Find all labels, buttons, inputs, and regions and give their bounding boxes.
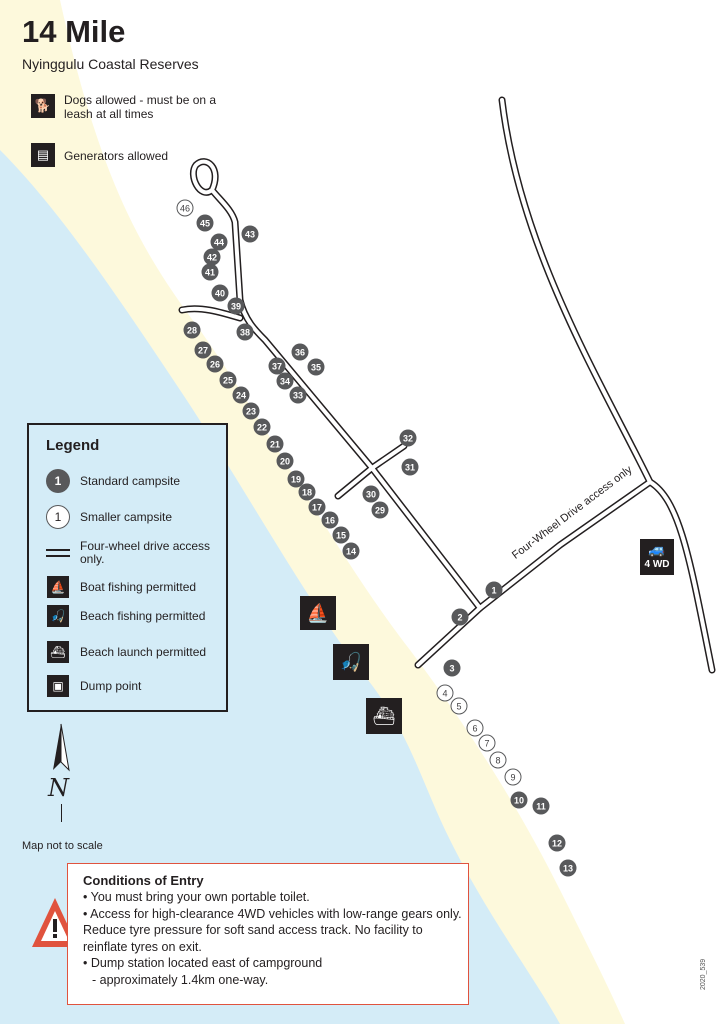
sea-area bbox=[0, 150, 560, 1024]
campsite-40[interactable]: 40 bbox=[211, 284, 229, 302]
condition-item: You must bring your own portable toilet. bbox=[83, 889, 463, 906]
campsite-5[interactable]: 5 bbox=[450, 697, 468, 715]
condition-item: Dump station located east of campground bbox=[83, 955, 463, 972]
campsite-1[interactable]: 1 bbox=[485, 581, 503, 599]
campsite-10[interactable]: 10 bbox=[510, 791, 528, 809]
conditions-title: Conditions of Entry bbox=[83, 873, 204, 888]
campsite-38[interactable]: 38 bbox=[236, 323, 254, 341]
condition-item: Access for high-clearance 4WD vehicles w… bbox=[83, 906, 463, 956]
campsite-9[interactable]: 9 bbox=[504, 768, 522, 786]
campsite-16[interactable]: 16 bbox=[321, 511, 339, 529]
campsite-15[interactable]: 15 bbox=[332, 526, 350, 544]
campsite-33[interactable]: 33 bbox=[289, 386, 307, 404]
legend-label: Beach launch permitted bbox=[80, 644, 207, 659]
dump-point-icon: ▣ bbox=[47, 675, 69, 697]
beach-launch-icon: ⛴ bbox=[366, 698, 402, 734]
campsite-41[interactable]: 41 bbox=[201, 263, 219, 281]
campsite-2[interactable]: 2 bbox=[451, 608, 469, 626]
map-code: 2020_539 bbox=[700, 958, 707, 990]
north-arrow: N bbox=[42, 722, 82, 832]
campsite-35[interactable]: 35 bbox=[307, 358, 325, 376]
beach-fishing-icon: 🎣 bbox=[47, 605, 69, 627]
campsite-14[interactable]: 14 bbox=[342, 542, 360, 560]
page-subtitle: Nyinggulu Coastal Reserves bbox=[22, 56, 199, 72]
campsite-11[interactable]: 11 bbox=[532, 797, 550, 815]
beach-fishing-icon: 🎣 bbox=[333, 644, 369, 680]
page-title: 14 Mile bbox=[22, 14, 126, 49]
campsite-31[interactable]: 31 bbox=[401, 458, 419, 476]
campsite-27[interactable]: 27 bbox=[194, 341, 212, 359]
generator-icon: ▤ bbox=[31, 143, 55, 167]
campsite-44[interactable]: 44 bbox=[210, 233, 228, 251]
legend-label: Beach fishing permitted bbox=[80, 608, 206, 623]
campsite-19[interactable]: 19 bbox=[287, 470, 305, 488]
4wd-track-symbol bbox=[46, 549, 70, 557]
campsite-24[interactable]: 24 bbox=[232, 386, 250, 404]
boat-fishing-icon: ⛵ bbox=[300, 596, 336, 630]
smaller-campsite-symbol: 1 bbox=[46, 505, 70, 529]
campsite-25[interactable]: 25 bbox=[219, 371, 237, 389]
campsite-43[interactable]: 43 bbox=[241, 225, 259, 243]
campsite-28[interactable]: 28 bbox=[183, 321, 201, 339]
campsite-13[interactable]: 13 bbox=[559, 859, 577, 877]
campsite-22[interactable]: 22 bbox=[253, 418, 271, 436]
roads bbox=[178, 96, 716, 674]
legend-label: Boat fishing permitted bbox=[80, 579, 197, 594]
campsite-21[interactable]: 21 bbox=[266, 435, 284, 453]
legend-label: Standard campsite bbox=[80, 473, 181, 488]
boat-fishing-icon: ⛵ bbox=[47, 576, 69, 598]
campsite-23[interactable]: 23 bbox=[242, 402, 260, 420]
campsite-36[interactable]: 36 bbox=[291, 343, 309, 361]
4wd-label: 4 WD bbox=[644, 559, 670, 570]
conditions-of-entry: Conditions of Entry You must bring your … bbox=[67, 863, 469, 1005]
4wd-sign: 🚙 4 WD bbox=[640, 539, 674, 575]
campsite-37[interactable]: 37 bbox=[268, 357, 286, 375]
dog-icon: 🐕 bbox=[31, 94, 55, 118]
legend-label: Smaller campsite bbox=[80, 509, 173, 524]
standard-campsite-symbol: 1 bbox=[46, 469, 70, 493]
warning-icon bbox=[32, 898, 78, 947]
scale-note: Map not to scale bbox=[22, 840, 103, 852]
4wd-vehicle-icon: 🚙 bbox=[648, 541, 666, 557]
campsite-6[interactable]: 6 bbox=[466, 719, 484, 737]
campsite-4[interactable]: 4 bbox=[436, 684, 454, 702]
campsite-34[interactable]: 34 bbox=[276, 372, 294, 390]
campsite-17[interactable]: 17 bbox=[308, 498, 326, 516]
campsite-30[interactable]: 30 bbox=[362, 485, 380, 503]
campsite-29[interactable]: 29 bbox=[371, 501, 389, 519]
campsite-7[interactable]: 7 bbox=[478, 734, 496, 752]
legend-label: Dump point bbox=[80, 678, 142, 693]
north-line bbox=[61, 804, 62, 822]
campsite-8[interactable]: 8 bbox=[489, 751, 507, 769]
campsite-18[interactable]: 18 bbox=[298, 483, 316, 501]
campsite-3[interactable]: 3 bbox=[443, 659, 461, 677]
campsite-39[interactable]: 39 bbox=[227, 297, 245, 315]
north-label: N bbox=[48, 774, 69, 802]
campsite-26[interactable]: 26 bbox=[206, 355, 224, 373]
condition-item-continued: - approximately 1.4km one-way. bbox=[92, 972, 269, 987]
legend-label: Four-wheel drive access only. bbox=[80, 539, 211, 566]
campsite-46[interactable]: 46 bbox=[176, 199, 194, 217]
generators-note: Generators allowed bbox=[64, 149, 169, 163]
campsite-45[interactable]: 45 bbox=[196, 214, 214, 232]
dogs-note: Dogs allowed - must be on a leash at all… bbox=[64, 93, 217, 121]
campsite-32[interactable]: 32 bbox=[399, 429, 417, 447]
beach-launch-icon: ⛴ bbox=[47, 641, 69, 663]
campsite-12[interactable]: 12 bbox=[548, 834, 566, 852]
campsite-42[interactable]: 42 bbox=[203, 248, 221, 266]
campsite-20[interactable]: 20 bbox=[276, 452, 294, 470]
legend-title: Legend bbox=[46, 437, 100, 454]
north-arrow-icon bbox=[53, 723, 70, 772]
